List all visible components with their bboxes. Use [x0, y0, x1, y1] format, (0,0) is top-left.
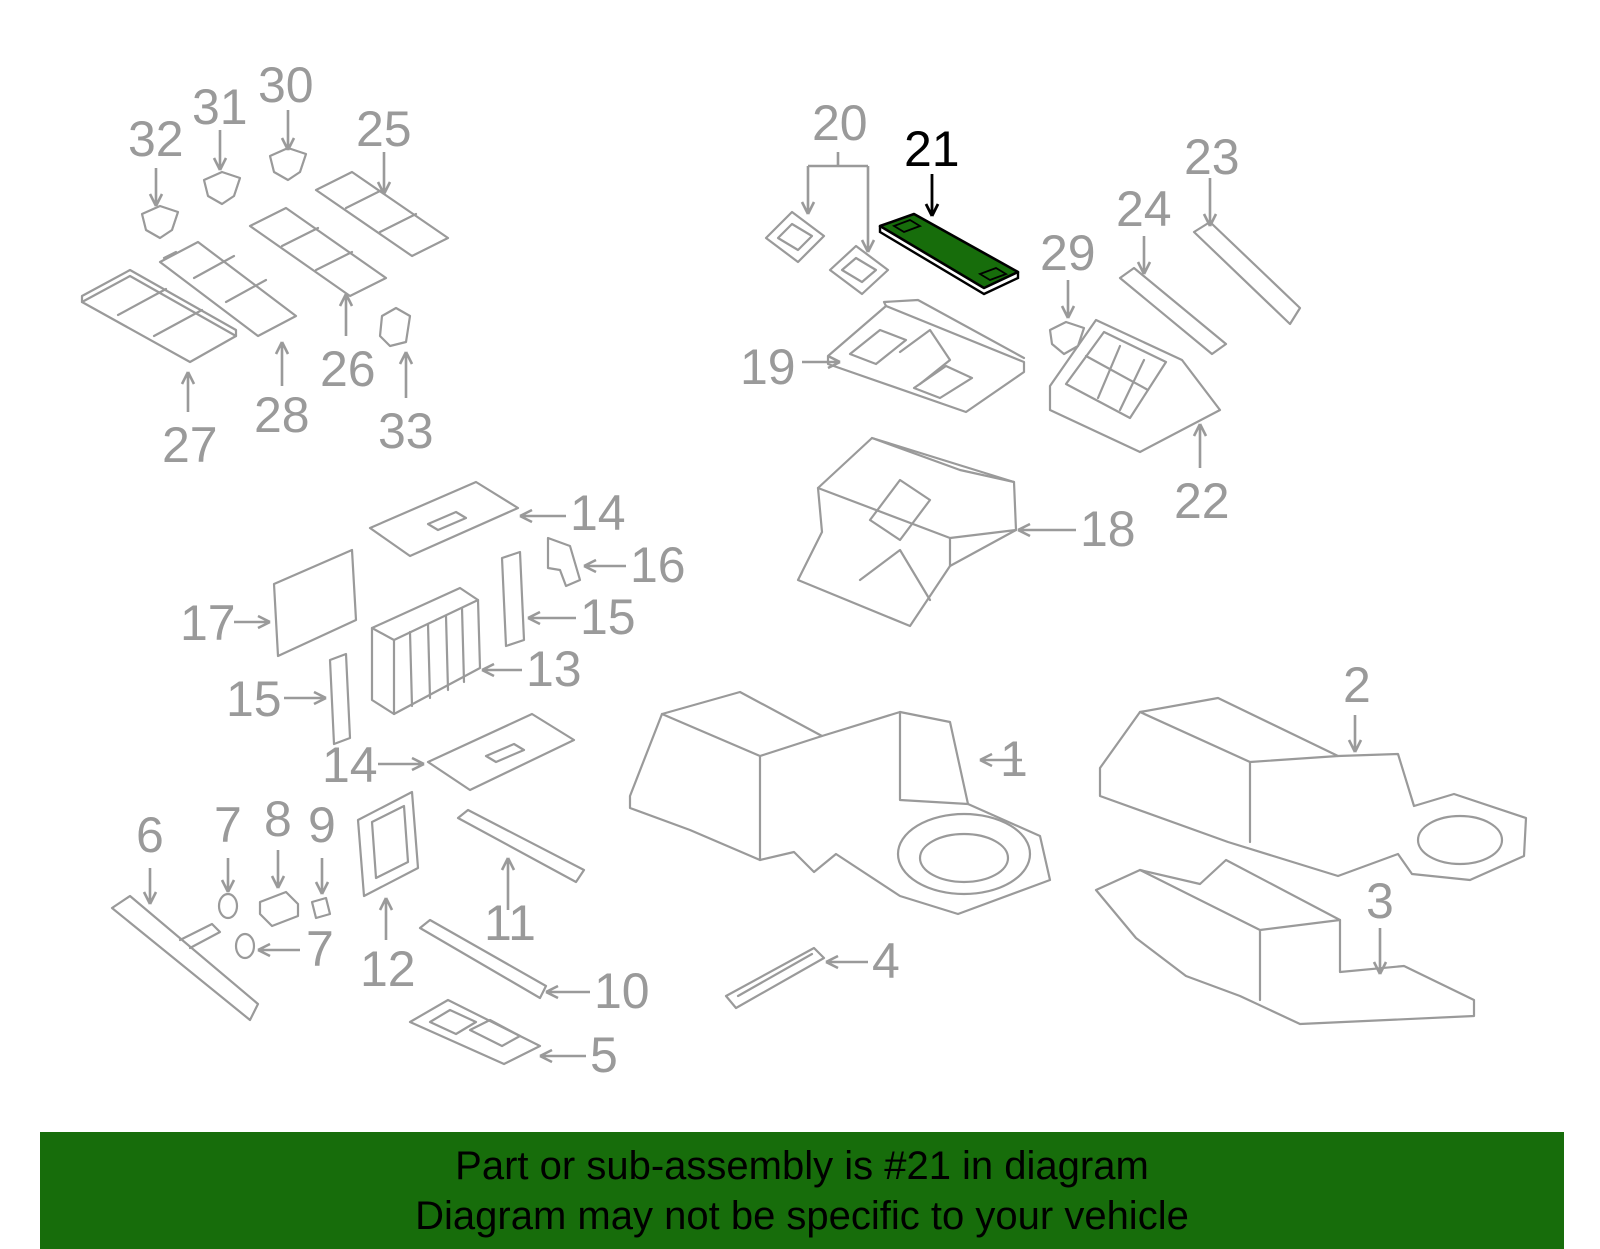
part-31-clip: [202, 170, 242, 206]
part-11-strip: [456, 808, 586, 884]
callout-labels: 1 2 3 4 5 6 7 7 8 9 10 11 12 13 14 14 15…: [128, 57, 1394, 1083]
part-10-strip: [418, 918, 548, 1000]
leader-arrows: [142, 110, 1388, 1064]
part-28-filter-panel: [158, 240, 298, 338]
callout-14-top: 14: [570, 485, 626, 541]
callout-13: 13: [526, 641, 582, 697]
part-26-filter-panel: [248, 206, 388, 298]
callout-7-lower: 7: [306, 921, 334, 977]
part-7-ring-lower: [234, 932, 256, 960]
callout-29: 29: [1040, 225, 1096, 281]
info-banner: Part or sub-assembly is #21 in diagram D…: [40, 1132, 1564, 1249]
part-19-duct: [826, 298, 1026, 414]
callout-3: 3: [1366, 873, 1394, 929]
banner-line-1: Part or sub-assembly is #21 in diagram: [455, 1143, 1149, 1188]
callout-21-highlighted: 21: [904, 121, 960, 177]
part-17-panel: [272, 548, 358, 658]
part-2-lower-case: [1098, 696, 1528, 882]
part-7-ring-upper: [217, 892, 239, 920]
part-12-seal-frame: [356, 790, 420, 898]
part-5-seal: [408, 998, 542, 1066]
part-25-filter-panel: [314, 170, 450, 258]
part-15-seal-left: [328, 652, 352, 746]
callout-12: 12: [360, 941, 416, 997]
callout-27: 27: [162, 417, 218, 473]
part-33-clip: [378, 306, 412, 348]
callout-7-upper: 7: [214, 797, 242, 853]
part-24-filter: [1118, 266, 1228, 356]
part-1-lower-case: [628, 690, 1052, 916]
callout-14-bottom: 14: [322, 737, 378, 793]
callout-22: 22: [1174, 473, 1230, 529]
part-4-seal: [724, 946, 826, 1010]
callout-1: 1: [1000, 731, 1028, 787]
part-16-bracket: [546, 536, 582, 588]
part-20-seal-a: [764, 210, 826, 264]
callout-28: 28: [254, 387, 310, 443]
part-22-housing: [1048, 318, 1222, 454]
callout-10: 10: [594, 963, 650, 1019]
callout-25: 25: [356, 101, 412, 157]
part-3-lower-case: [1094, 858, 1476, 1026]
callout-16: 16: [630, 537, 686, 593]
part-8-block: [258, 890, 300, 928]
part-6-door: [110, 894, 260, 1022]
callout-19: 19: [740, 339, 796, 395]
callout-23: 23: [1184, 129, 1240, 185]
callout-6: 6: [136, 807, 164, 863]
part-20-seal-b: [828, 244, 890, 296]
callout-2: 2: [1343, 657, 1371, 713]
parts-diagram: 1 2 3 4 5 6 7 7 8 9 10 11 12 13 14 14 15…: [80, 57, 1528, 1083]
callout-9: 9: [308, 797, 336, 853]
part-14-seal-bottom: [426, 712, 576, 792]
callout-8: 8: [264, 791, 292, 847]
part-14-seal-top: [368, 480, 520, 558]
callout-17: 17: [180, 595, 236, 651]
callout-32: 32: [128, 111, 184, 167]
callout-30: 30: [258, 57, 314, 113]
callout-26: 26: [320, 341, 376, 397]
part-18-case: [796, 436, 1018, 628]
callout-5: 5: [590, 1027, 618, 1083]
part-23-filter: [1192, 220, 1302, 326]
callout-20: 20: [812, 95, 868, 151]
callout-11: 11: [484, 895, 536, 951]
callout-33: 33: [378, 403, 434, 459]
callout-18: 18: [1080, 501, 1136, 557]
part-9-plug: [310, 896, 332, 920]
callout-15-right: 15: [580, 589, 636, 645]
callout-24: 24: [1116, 181, 1172, 237]
part-30-clip: [268, 146, 308, 182]
callout-15-left: 15: [226, 671, 282, 727]
part-32-clip: [140, 204, 180, 240]
part-13-evaporator: [370, 586, 482, 716]
banner-line-2: Diagram may not be specific to your vehi…: [415, 1193, 1189, 1238]
part-21-cover-highlighted: [878, 212, 1020, 296]
callout-4: 4: [872, 933, 900, 989]
callout-31: 31: [192, 79, 248, 135]
part-27-filter-panel: [80, 268, 238, 364]
part-29-clip: [1048, 320, 1086, 356]
part-15-seal-right: [500, 550, 526, 648]
